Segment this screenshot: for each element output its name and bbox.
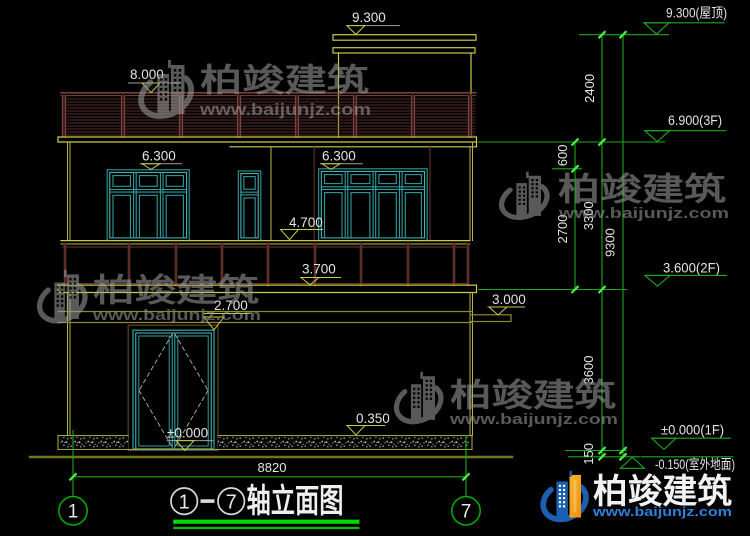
marker-right-0000: ±0.000(1F) bbox=[650, 423, 731, 451]
marker-0350-label: 0.350 bbox=[356, 411, 390, 426]
entrance-door bbox=[127, 324, 219, 452]
marker-6300-left-label: 6.300 bbox=[142, 149, 176, 164]
watermark-left: 柏竣建筑 www.baijunjz.com bbox=[40, 270, 261, 324]
watermark-url: www.baijunjz.com bbox=[558, 205, 729, 222]
title-dash bbox=[200, 499, 215, 503]
marker-2700-door-top: 2.700 bbox=[202, 298, 250, 331]
watermark-name: 柏竣建筑 bbox=[450, 377, 616, 413]
watermark-name: 柏竣建筑 bbox=[558, 171, 726, 207]
watermark-name: 柏竣建筑 bbox=[93, 272, 259, 308]
watermark-logo-icon bbox=[396, 372, 440, 422]
title-underline-thick bbox=[173, 519, 360, 524]
chain-ticks bbox=[570, 30, 628, 462]
elevation-markers-left: 9.300 8.000 6.300 6.300 4.700 3.700 bbox=[128, 10, 526, 452]
axis-bubble-1-circle bbox=[57, 495, 88, 526]
marker-right-minus0150-label: -0.150(室外地面) bbox=[655, 456, 735, 472]
roof-railing-post-lines bbox=[61, 95, 473, 138]
axis-bubble-7-circle bbox=[450, 495, 481, 526]
watermark-url: www.baijunjz.com bbox=[449, 411, 618, 428]
marker-right-minus0150: -0.150(室外地面) bbox=[618, 456, 735, 472]
marker-8000-label: 8.000 bbox=[130, 67, 164, 82]
marker-6300-right-label: 6.300 bbox=[322, 149, 356, 164]
plinth-outline bbox=[57, 435, 473, 451]
brand-logo-url: www.baijunjz.com bbox=[592, 504, 732, 519]
marker-3000-canopy: 3.000 bbox=[487, 292, 526, 316]
bulkhead-roof-slab bbox=[332, 34, 477, 41]
balcony-railing bbox=[60, 240, 471, 287]
title-axis-circle-7 bbox=[217, 487, 246, 516]
dim-8820-label: 8820 bbox=[258, 460, 287, 475]
marker-0000-door: ±0.000 bbox=[166, 426, 214, 452]
watermark-url: www.baijunjz.com bbox=[199, 100, 371, 119]
chain-lines bbox=[478, 34, 669, 458]
dim-600: 600 bbox=[555, 145, 570, 167]
balcony-door bbox=[237, 170, 262, 242]
axis-bubble-1-label: 1 bbox=[68, 502, 79, 523]
roof-railing bbox=[60, 92, 477, 139]
elevation-markers-right: 9.300(屋顶) 6.900(3F) 3.600(2F) ±0.000(1F)… bbox=[618, 6, 735, 472]
watermark-logo-icon bbox=[502, 172, 547, 218]
marker-9300-label: 9.300 bbox=[352, 10, 386, 25]
marker-0350-plinth: 0.350 bbox=[345, 411, 390, 436]
dim-9300: 9300 bbox=[603, 228, 618, 257]
title-text: 轴立面图 bbox=[247, 482, 344, 519]
watermark-bottom: 柏竣建筑 www.baijunjz.com bbox=[396, 372, 618, 428]
dim-3300: 3300 bbox=[581, 201, 596, 230]
marker-2700-label: 2.700 bbox=[214, 298, 248, 313]
marker-4700-balcony-rail: 4.700 bbox=[279, 215, 323, 241]
second-floor-window-jambs bbox=[313, 146, 431, 242]
watermarks: 柏竣建筑 www.baijunjz.com 柏竣建筑 www.baijunjz.… bbox=[40, 60, 729, 428]
window-group-left bbox=[106, 169, 190, 242]
dim-8820-ticks bbox=[68, 472, 471, 482]
plinth bbox=[57, 435, 473, 451]
door-swing-lines bbox=[138, 333, 209, 448]
dim-3600: 3600 bbox=[581, 356, 596, 385]
brand-logo-name: 柏竣建筑 bbox=[593, 472, 732, 511]
marker-right-9300: 9.300(屋顶) bbox=[642, 6, 727, 35]
watermark-logo-icon bbox=[40, 270, 85, 321]
drawing-title: 1 7 轴立面图 bbox=[170, 482, 360, 530]
marker-right-9300-label: 9.300(屋顶) bbox=[666, 6, 727, 21]
chain-labels: 2400 600 2700 3300 9300 3600 150 bbox=[555, 74, 618, 465]
marker-right-6900: 6.900(3F) bbox=[643, 113, 726, 143]
dim-2700: 2700 bbox=[555, 215, 570, 244]
brand-logo-icon bbox=[543, 471, 586, 520]
dimension-chains: 2400 600 2700 3300 9300 3600 150 bbox=[478, 30, 669, 465]
axis-bubble-7-label: 7 bbox=[461, 502, 472, 523]
marker-0000-label: ±0.000 bbox=[167, 426, 208, 441]
roof-railing-slats bbox=[61, 98, 476, 136]
watermark-right: 柏竣建筑 www.baijunjz.com bbox=[502, 171, 729, 222]
marker-right-0000-label: ±0.000(1F) bbox=[661, 423, 724, 438]
brand-logo: 柏竣建筑 www.baijunjz.com bbox=[543, 471, 732, 520]
balcony-railing-posts bbox=[63, 242, 470, 287]
title-axis-circle-1 bbox=[170, 487, 199, 516]
second-floor-walls bbox=[67, 141, 473, 241]
watermark-name: 柏竣建筑 bbox=[200, 62, 369, 98]
marker-3700-balcony-slab: 3.700 bbox=[299, 262, 341, 286]
window-group-right bbox=[318, 168, 428, 242]
dim-150: 150 bbox=[581, 443, 596, 465]
bulkhead-fascia bbox=[332, 47, 476, 54]
marker-right-3600: 3.600(2F) bbox=[643, 261, 727, 287]
canopy-band bbox=[57, 310, 512, 324]
marker-3700-label: 3.700 bbox=[302, 262, 336, 277]
title-axis-from: 1 bbox=[179, 492, 190, 514]
marker-6300-left: 6.300 bbox=[140, 149, 182, 170]
bottom-dimension: 8820 1 7 bbox=[57, 430, 481, 526]
marker-9300-bulkhead: 9.300 bbox=[345, 10, 400, 36]
marker-right-3600-label: 3.600(2F) bbox=[663, 261, 720, 276]
watermark-top: 柏竣建筑 www.baijunjz.com bbox=[141, 60, 371, 119]
title-underline-thin bbox=[173, 526, 360, 530]
title-axis-to: 7 bbox=[226, 492, 237, 514]
marker-4700-label: 4.700 bbox=[289, 215, 323, 230]
watermark-url: www.baijunjz.com bbox=[92, 307, 261, 324]
side-canopy bbox=[469, 314, 512, 323]
marker-6300-right: 6.300 bbox=[320, 149, 363, 170]
terrace-slab bbox=[57, 136, 478, 148]
dim-2400: 2400 bbox=[582, 74, 597, 103]
marker-right-6900-label: 6.900(3F) bbox=[668, 113, 722, 128]
marker-3000-label: 3.000 bbox=[492, 292, 526, 307]
